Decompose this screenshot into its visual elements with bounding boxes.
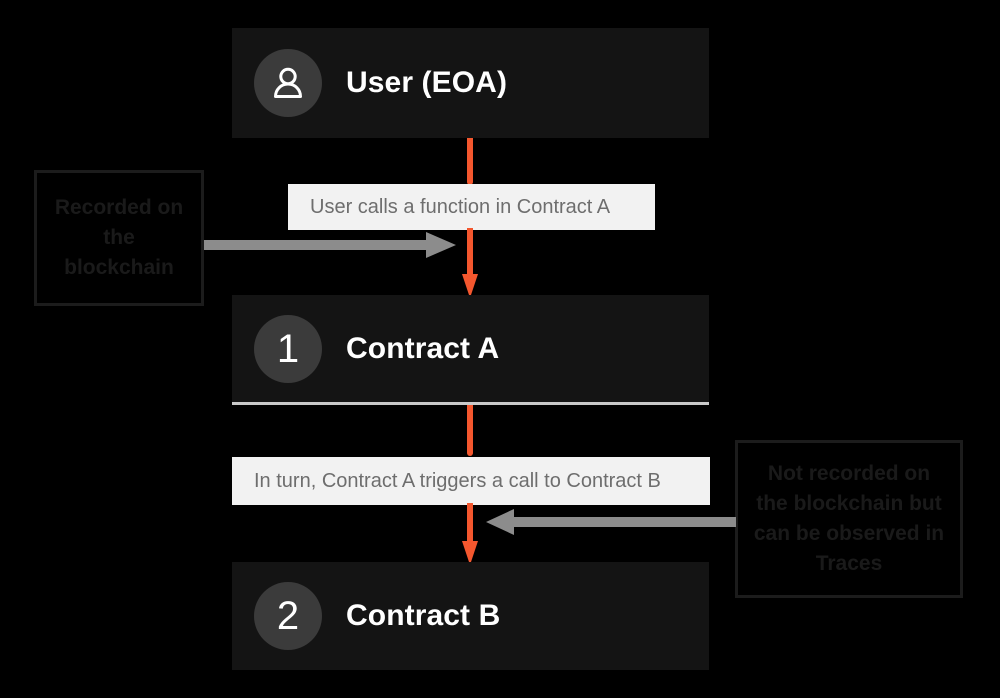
note-not-recorded-traces-text: Not recorded on the blockchain but can b… [753,462,945,575]
note-left-pointer-arrow [204,228,456,262]
caption-user-calls-function-text: User calls a function in Contract A [310,195,611,218]
person-icon [254,49,322,117]
note-recorded-on-blockchain: Recorded on the blockchain [34,170,204,306]
node-contract-a: 1 Contract A [232,295,709,405]
number-badge-1: 1 [254,314,322,383]
flow-arrow-user-to-caption [462,138,478,186]
node-user-eoa: User (EOA) [232,28,709,138]
node-contract-a-label: Contract A [346,331,500,365]
number-badge-2: 2 [254,582,322,650]
node-contract-b: 2 Contract B [232,562,709,670]
caption-contract-a-triggers-text: In turn, Contract A triggers a call to C… [254,469,661,492]
flow-arrow-caption-to-contract-a [462,228,478,298]
node-contract-b-label: Contract B [346,599,501,632]
node-user-eoa-label: User (EOA) [346,66,508,99]
caption-user-calls-function: User calls a function in Contract A [288,184,655,230]
flow-arrow-caption-to-contract-b [462,503,478,565]
note-right-pointer-arrow [486,505,736,539]
caption-contract-a-triggers: In turn, Contract A triggers a call to C… [232,457,710,505]
note-not-recorded-traces: Not recorded on the blockchain but can b… [735,440,963,598]
note-recorded-on-blockchain-text: Recorded on the blockchain [54,196,184,279]
flow-arrow-contract-a-to-caption [462,405,478,457]
